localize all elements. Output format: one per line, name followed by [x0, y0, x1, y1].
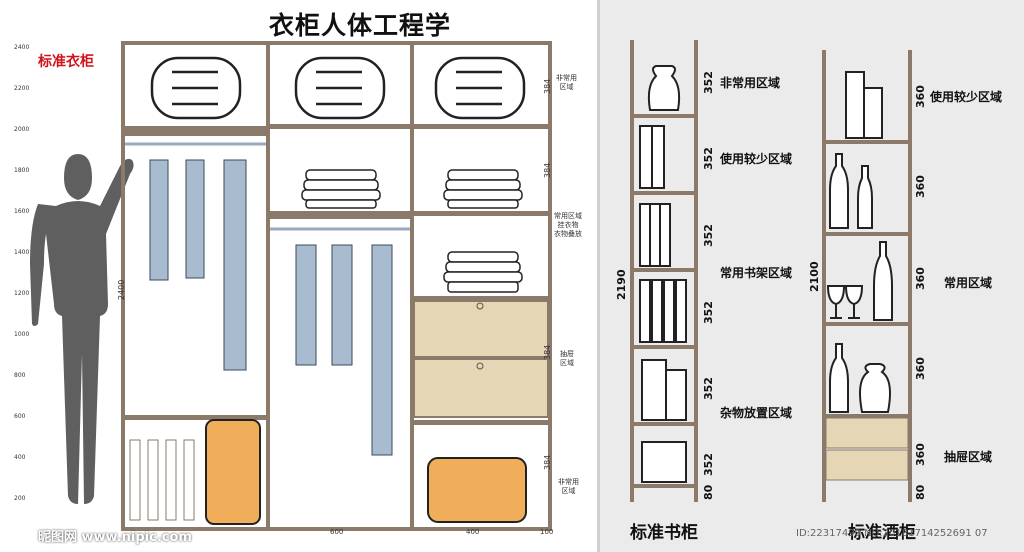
bookcase-total: 2190 [615, 269, 628, 300]
bookcase-dim-5: 352 [702, 377, 715, 400]
ruler-tick: 1400 [14, 249, 30, 256]
bookcase-dim-4: 352 [702, 301, 715, 324]
right-dim-1: 384 [543, 78, 552, 94]
human-silhouette [30, 154, 134, 504]
base-dim: 100 [540, 528, 554, 536]
bookcase-zone-2: 使用较少区域 [720, 152, 793, 166]
note-middle: 常用区域 挂衣物 衣物叠放 [554, 212, 582, 238]
bottom-dim-2: 400 [466, 528, 480, 536]
ruler-tick: 400 [14, 454, 26, 461]
winecase-zone-1: 使用较少区域 [930, 90, 1003, 104]
ruler-tick: 1000 [14, 331, 30, 338]
note-lower: 非常用 区域 [558, 478, 579, 495]
ruler-tick: 2200 [14, 85, 30, 92]
ruler-tick: 2400 [14, 44, 30, 51]
ruler-tick: 200 [14, 495, 26, 502]
ruler-tick: 2000 [14, 126, 30, 133]
winecase-total: 2100 [808, 261, 821, 292]
ruler-tick: 1600 [14, 208, 30, 215]
bookcase-diagram [630, 40, 698, 502]
winecase-dim-1: 360 [914, 85, 927, 108]
bookcase-dim-2: 352 [702, 147, 715, 170]
wardrobe-height-dim: 2400 [117, 279, 126, 300]
ruler-tick: 600 [14, 413, 26, 420]
bookcase-dim-7: 80 [702, 484, 715, 500]
right-dim-2: 384 [543, 162, 552, 178]
ruler-tick: 1200 [14, 290, 30, 297]
ruler-tick: 800 [14, 372, 26, 379]
panel-divider [597, 0, 600, 552]
note-drawer: 抽屉 区域 [560, 350, 574, 367]
bookcase-dim-3: 352 [702, 224, 715, 247]
winecase-dim-5: 360 [914, 443, 927, 466]
wardrobe-diagram [121, 41, 552, 531]
page-title: 衣柜人体工程学 [268, 11, 451, 40]
note-upper: 非常用 区域 [556, 74, 577, 91]
ruler-tick: 1800 [14, 167, 30, 174]
bookcase-zone-1: 非常用区域 [720, 76, 781, 90]
winecase-zone-3: 抽屉区域 [944, 450, 993, 464]
watermark-id: ID:22317490 NO:20181714252691 07 [796, 528, 988, 539]
winecase-dim-2: 360 [914, 175, 927, 198]
bookcase-zone-3: 常用书架区域 [720, 266, 793, 280]
bookcase-zone-4: 杂物放置区域 [720, 406, 793, 420]
winecase-diagram [822, 50, 912, 502]
winecase-zone-2: 常用区域 [944, 276, 993, 290]
bookcase-dim-6: 352 [702, 453, 715, 476]
right-dim-4: 384 [543, 454, 552, 470]
bookcase-title: 标准书柜 [630, 523, 698, 543]
winecase-dim-4: 360 [914, 357, 927, 380]
bottom-dim-1: 600 [330, 528, 344, 536]
wardrobe-label: 标准衣柜 [38, 54, 94, 70]
winecase-dim-6: 80 [914, 484, 927, 500]
winecase-title: 标准酒柜 [848, 523, 916, 543]
watermark-site: 昵图网 www.nipic.com [38, 530, 192, 545]
right-dim-3: 384 [543, 344, 552, 360]
winecase-dim-3: 360 [914, 267, 927, 290]
bookcase-dim-1: 352 [702, 71, 715, 94]
